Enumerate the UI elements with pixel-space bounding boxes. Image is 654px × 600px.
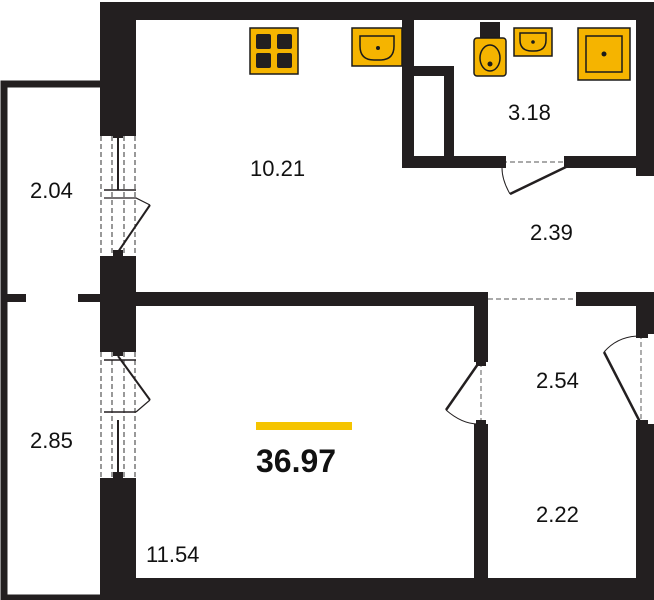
shower-icon bbox=[577, 27, 631, 81]
total-area-label: 36.97 bbox=[256, 443, 336, 479]
total-area-underline bbox=[256, 422, 352, 430]
door-bedroom bbox=[444, 358, 486, 428]
sink-icon bbox=[351, 27, 403, 67]
area-label-main-room: 10.21 bbox=[250, 156, 305, 181]
door-bathroom bbox=[498, 156, 572, 196]
window-lower bbox=[100, 348, 151, 480]
balcony-outline bbox=[0, 80, 100, 600]
area-label-balcony-upper: 2.04 bbox=[30, 178, 73, 203]
area-label-bathroom: 3.18 bbox=[508, 100, 551, 125]
area-label-storage: 2.22 bbox=[536, 502, 579, 527]
door-closet bbox=[602, 330, 648, 428]
area-label-closet: 2.54 bbox=[536, 368, 579, 393]
sink-icon bbox=[513, 27, 553, 57]
area-label-balcony-lower: 2.85 bbox=[30, 428, 73, 453]
area-label-hallway: 2.39 bbox=[530, 220, 573, 245]
window-upper bbox=[100, 130, 151, 258]
walls bbox=[100, 2, 654, 600]
area-label-bedroom: 11.54 bbox=[146, 542, 199, 567]
toilet-icon bbox=[473, 22, 507, 77]
stove-icon bbox=[249, 27, 299, 75]
balcony-divider-right bbox=[78, 294, 102, 302]
balcony-divider-left bbox=[4, 294, 26, 302]
